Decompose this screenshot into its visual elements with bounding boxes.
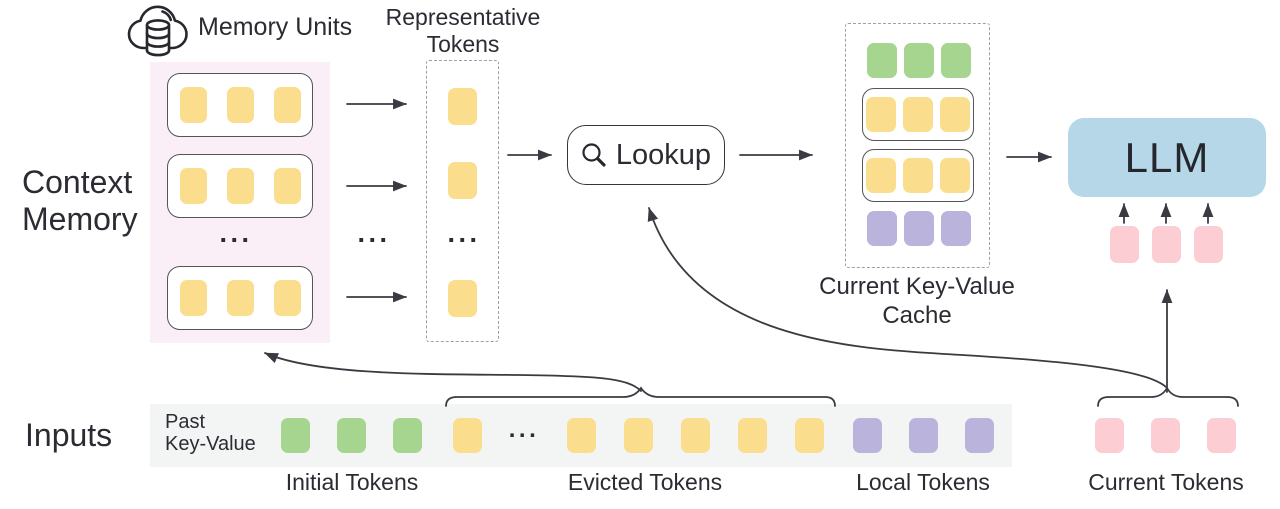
token-yellow — [567, 418, 596, 453]
token-pink — [1207, 418, 1236, 453]
past-kv-line1: Past — [165, 411, 206, 433]
token-purple — [867, 211, 897, 246]
token-yellow — [179, 87, 207, 123]
context-memory-line2: Memory — [22, 201, 138, 237]
current-tokens-row — [1095, 418, 1236, 453]
token-yellow — [226, 87, 254, 123]
token-yellow — [273, 280, 301, 316]
cache-label-line1: Current Key-Value — [819, 273, 1015, 300]
token-green — [393, 418, 422, 453]
cache-memory-unit-2 — [862, 149, 974, 202]
token-yellow — [226, 168, 254, 204]
token-pink — [1095, 418, 1124, 453]
token-green — [941, 43, 971, 78]
local-tokens-label: Local Tokens — [856, 469, 990, 495]
local-tokens-row — [853, 418, 994, 453]
token-green — [904, 43, 934, 78]
flow-ellipsis: ... — [357, 218, 391, 248]
past-kv-label: Past Key-Value — [165, 411, 256, 455]
token-pink — [1110, 226, 1139, 263]
token-yellow — [738, 418, 767, 453]
token-yellow — [179, 168, 207, 204]
token-yellow — [453, 418, 482, 453]
token-purple — [941, 211, 971, 246]
token-yellow — [866, 97, 896, 132]
representative-token — [448, 162, 477, 199]
llm-label: LLM — [1124, 133, 1210, 181]
memory-cloud-database-icon — [127, 5, 188, 57]
magnifier-icon — [582, 143, 606, 167]
evicted-tokens-row — [567, 418, 824, 453]
token-yellow — [273, 168, 301, 204]
representative-token — [448, 280, 477, 317]
token-green — [867, 43, 897, 78]
lookup-label: Lookup — [615, 138, 712, 171]
cache-row-initial — [867, 43, 971, 78]
initial-tokens-row — [281, 418, 422, 453]
token-purple — [909, 418, 938, 453]
cache-memory-unit-1 — [862, 88, 974, 141]
token-pink — [1151, 418, 1180, 453]
token-yellow — [903, 158, 933, 193]
memory-unit-1 — [167, 73, 313, 137]
representative-token — [448, 88, 477, 125]
token-yellow — [795, 418, 824, 453]
token-purple — [965, 418, 994, 453]
current-kv-cache-box — [845, 23, 990, 268]
cache-label-line2: Cache — [882, 302, 952, 329]
memory-unit-3 — [167, 266, 313, 330]
token-yellow — [866, 158, 896, 193]
lookup-box: Lookup — [567, 125, 725, 185]
representative-tokens-title: Representative Tokens — [383, 4, 543, 58]
context-memory-label: Context Memory — [22, 164, 138, 238]
brace-current-tokens — [1097, 386, 1239, 407]
llm-input-tokens — [1110, 226, 1223, 263]
token-yellow — [903, 97, 933, 132]
llm-box: LLM — [1068, 118, 1266, 197]
memory-units-ellipsis: ... — [219, 218, 253, 248]
token-yellow — [179, 280, 207, 316]
token-yellow — [681, 418, 710, 453]
representative-tokens-title-line1: Representative — [385, 4, 541, 30]
current-tokens-label: Current Tokens — [1088, 469, 1244, 495]
token-yellow — [940, 97, 970, 132]
memory-units-title: Memory Units — [198, 13, 353, 41]
memory-unit-2 — [167, 154, 313, 218]
current-kv-cache-label: Current Key-Value Cache — [797, 272, 1037, 330]
inputs-label: Inputs — [25, 417, 113, 453]
token-purple — [853, 418, 882, 453]
token-yellow — [273, 87, 301, 123]
cache-row-local — [867, 211, 971, 246]
evicted-tokens-label: Evicted Tokens — [567, 469, 723, 495]
token-yellow — [624, 418, 653, 453]
token-purple — [904, 211, 934, 246]
token-pink — [1152, 226, 1181, 263]
token-yellow — [940, 158, 970, 193]
initial-tokens-label: Initial Tokens — [285, 469, 419, 495]
curve-evicted-to-context-memory — [264, 352, 642, 392]
representative-ellipsis: ... — [447, 218, 481, 248]
token-yellow — [226, 280, 254, 316]
evicted-tokens-row-start — [453, 418, 482, 453]
token-pink — [1194, 226, 1223, 263]
evicted-ellipsis: ... — [508, 416, 540, 443]
token-green — [281, 418, 310, 453]
past-kv-line2: Key-Value — [165, 433, 256, 455]
representative-tokens-box — [426, 60, 499, 342]
representative-tokens-title-line2: Tokens — [426, 31, 500, 57]
token-green — [337, 418, 366, 453]
context-memory-line1: Context — [22, 164, 133, 200]
